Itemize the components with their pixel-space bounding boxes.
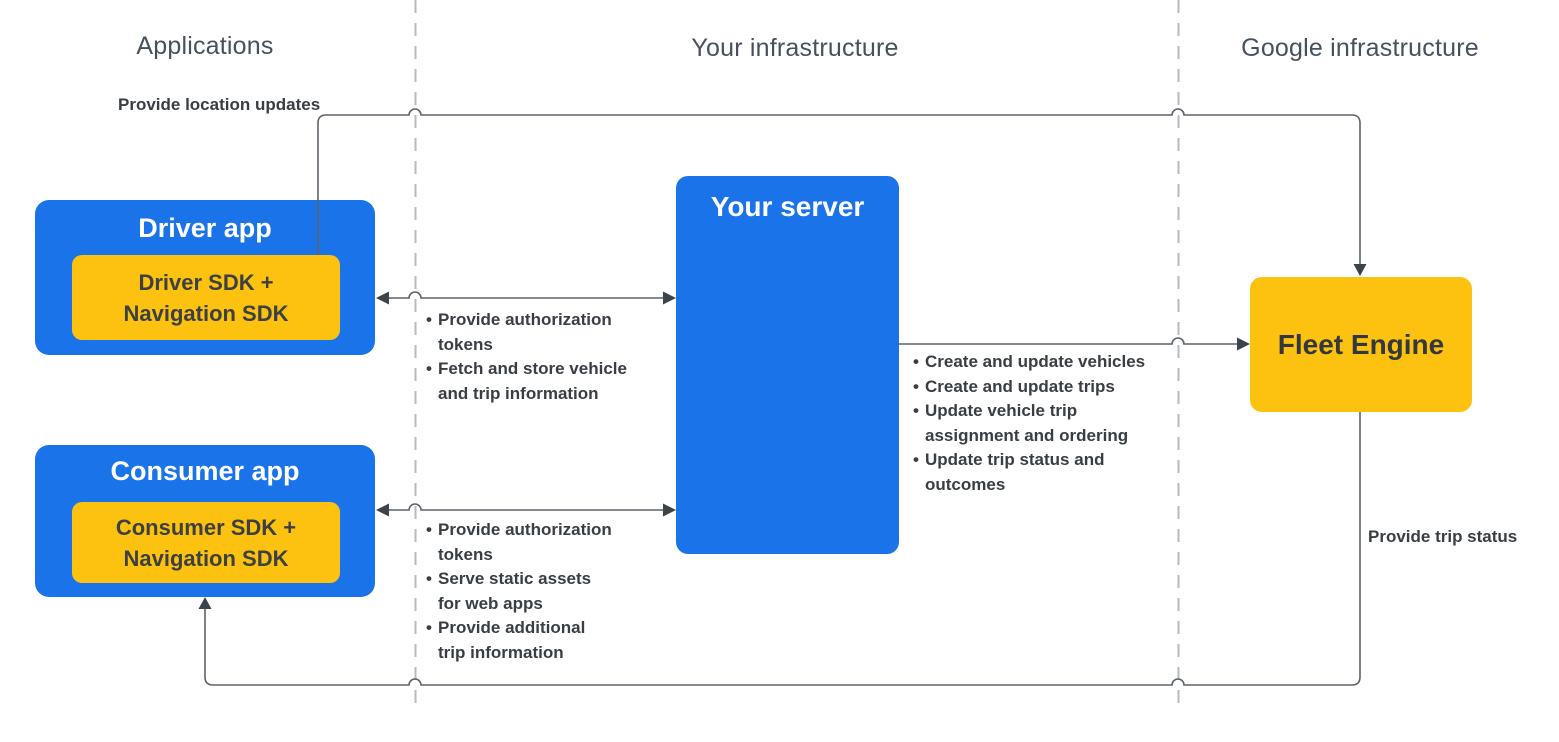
node-driver-sdk: Driver SDK + Navigation SDK [72,255,340,340]
arrowhead-right-into-fleet-engine [1237,337,1250,351]
bullet-marker: • [426,359,432,378]
your-server-title: Your server [710,191,865,222]
arrowhead-left-into-driver-app [376,291,389,305]
column-header-your-infrastructure: Your infrastructure [691,34,899,62]
bullet-marker: • [426,520,432,539]
column-header-applications: Applications [136,32,274,60]
arrowhead-up-into-consumer-app [198,597,212,609]
list-item: • Serve static assets for web apps [426,569,592,613]
label-provide-location-updates: Provide location updates [118,95,321,114]
list-item: • Create and update vehicles [913,350,1173,375]
connector-server-fleet [899,337,1241,345]
list-item: • Provide authorization tokens [426,520,612,564]
list-item: • Provide authorization tokens [426,310,612,354]
arrowhead-down-into-fleet-engine [1353,264,1367,276]
column-header-google-infrastructure: Google infrastructure [1241,34,1479,62]
bullet-marker: • [913,450,919,469]
bullet-marker: • [426,310,432,329]
connector-driver-server [384,291,667,299]
list-server-to-fleet: • Create and update vehicles • Create an… [913,350,1173,497]
driver-app-title: Driver app [138,213,272,243]
list-item: • Update trip status and outcomes [913,450,1105,494]
node-driver-app: Driver app Driver SDK + Navigation SDK [35,200,375,355]
bullet-marker: • [426,618,432,637]
node-consumer-sdk: Consumer SDK + Navigation SDK [72,502,340,583]
node-fleet-engine: Fleet Engine [1250,277,1472,412]
bullet-marker: • [913,352,919,371]
arrowhead-right-into-your-server [663,503,676,517]
list-item: • Provide additional trip information [426,618,586,662]
node-your-server: Your server [676,176,899,554]
list-item: • Create and update trips [913,375,1173,400]
node-consumer-app: Consumer app Consumer SDK + Navigation S… [35,445,375,597]
bullet-marker: • [913,401,919,420]
connector-consumer-server [384,503,667,511]
list-item: • Update vehicle trip assignment and ord… [913,401,1129,445]
bullet-marker: • [426,569,432,588]
label-provide-trip-status: Provide trip status [1368,527,1518,546]
arrowhead-right-into-your-server [663,291,676,305]
bullet-marker: • [913,376,919,396]
list-driver-to-server: • Provide authorization tokens • Fetch a… [426,308,676,406]
list-item: • Fetch and store vehicle and trip infor… [426,359,627,403]
list-consumer-to-server: • Provide authorization tokens • Serve s… [426,518,676,665]
consumer-app-title: Consumer app [110,456,300,486]
arrowhead-left-into-consumer-app [376,503,389,517]
